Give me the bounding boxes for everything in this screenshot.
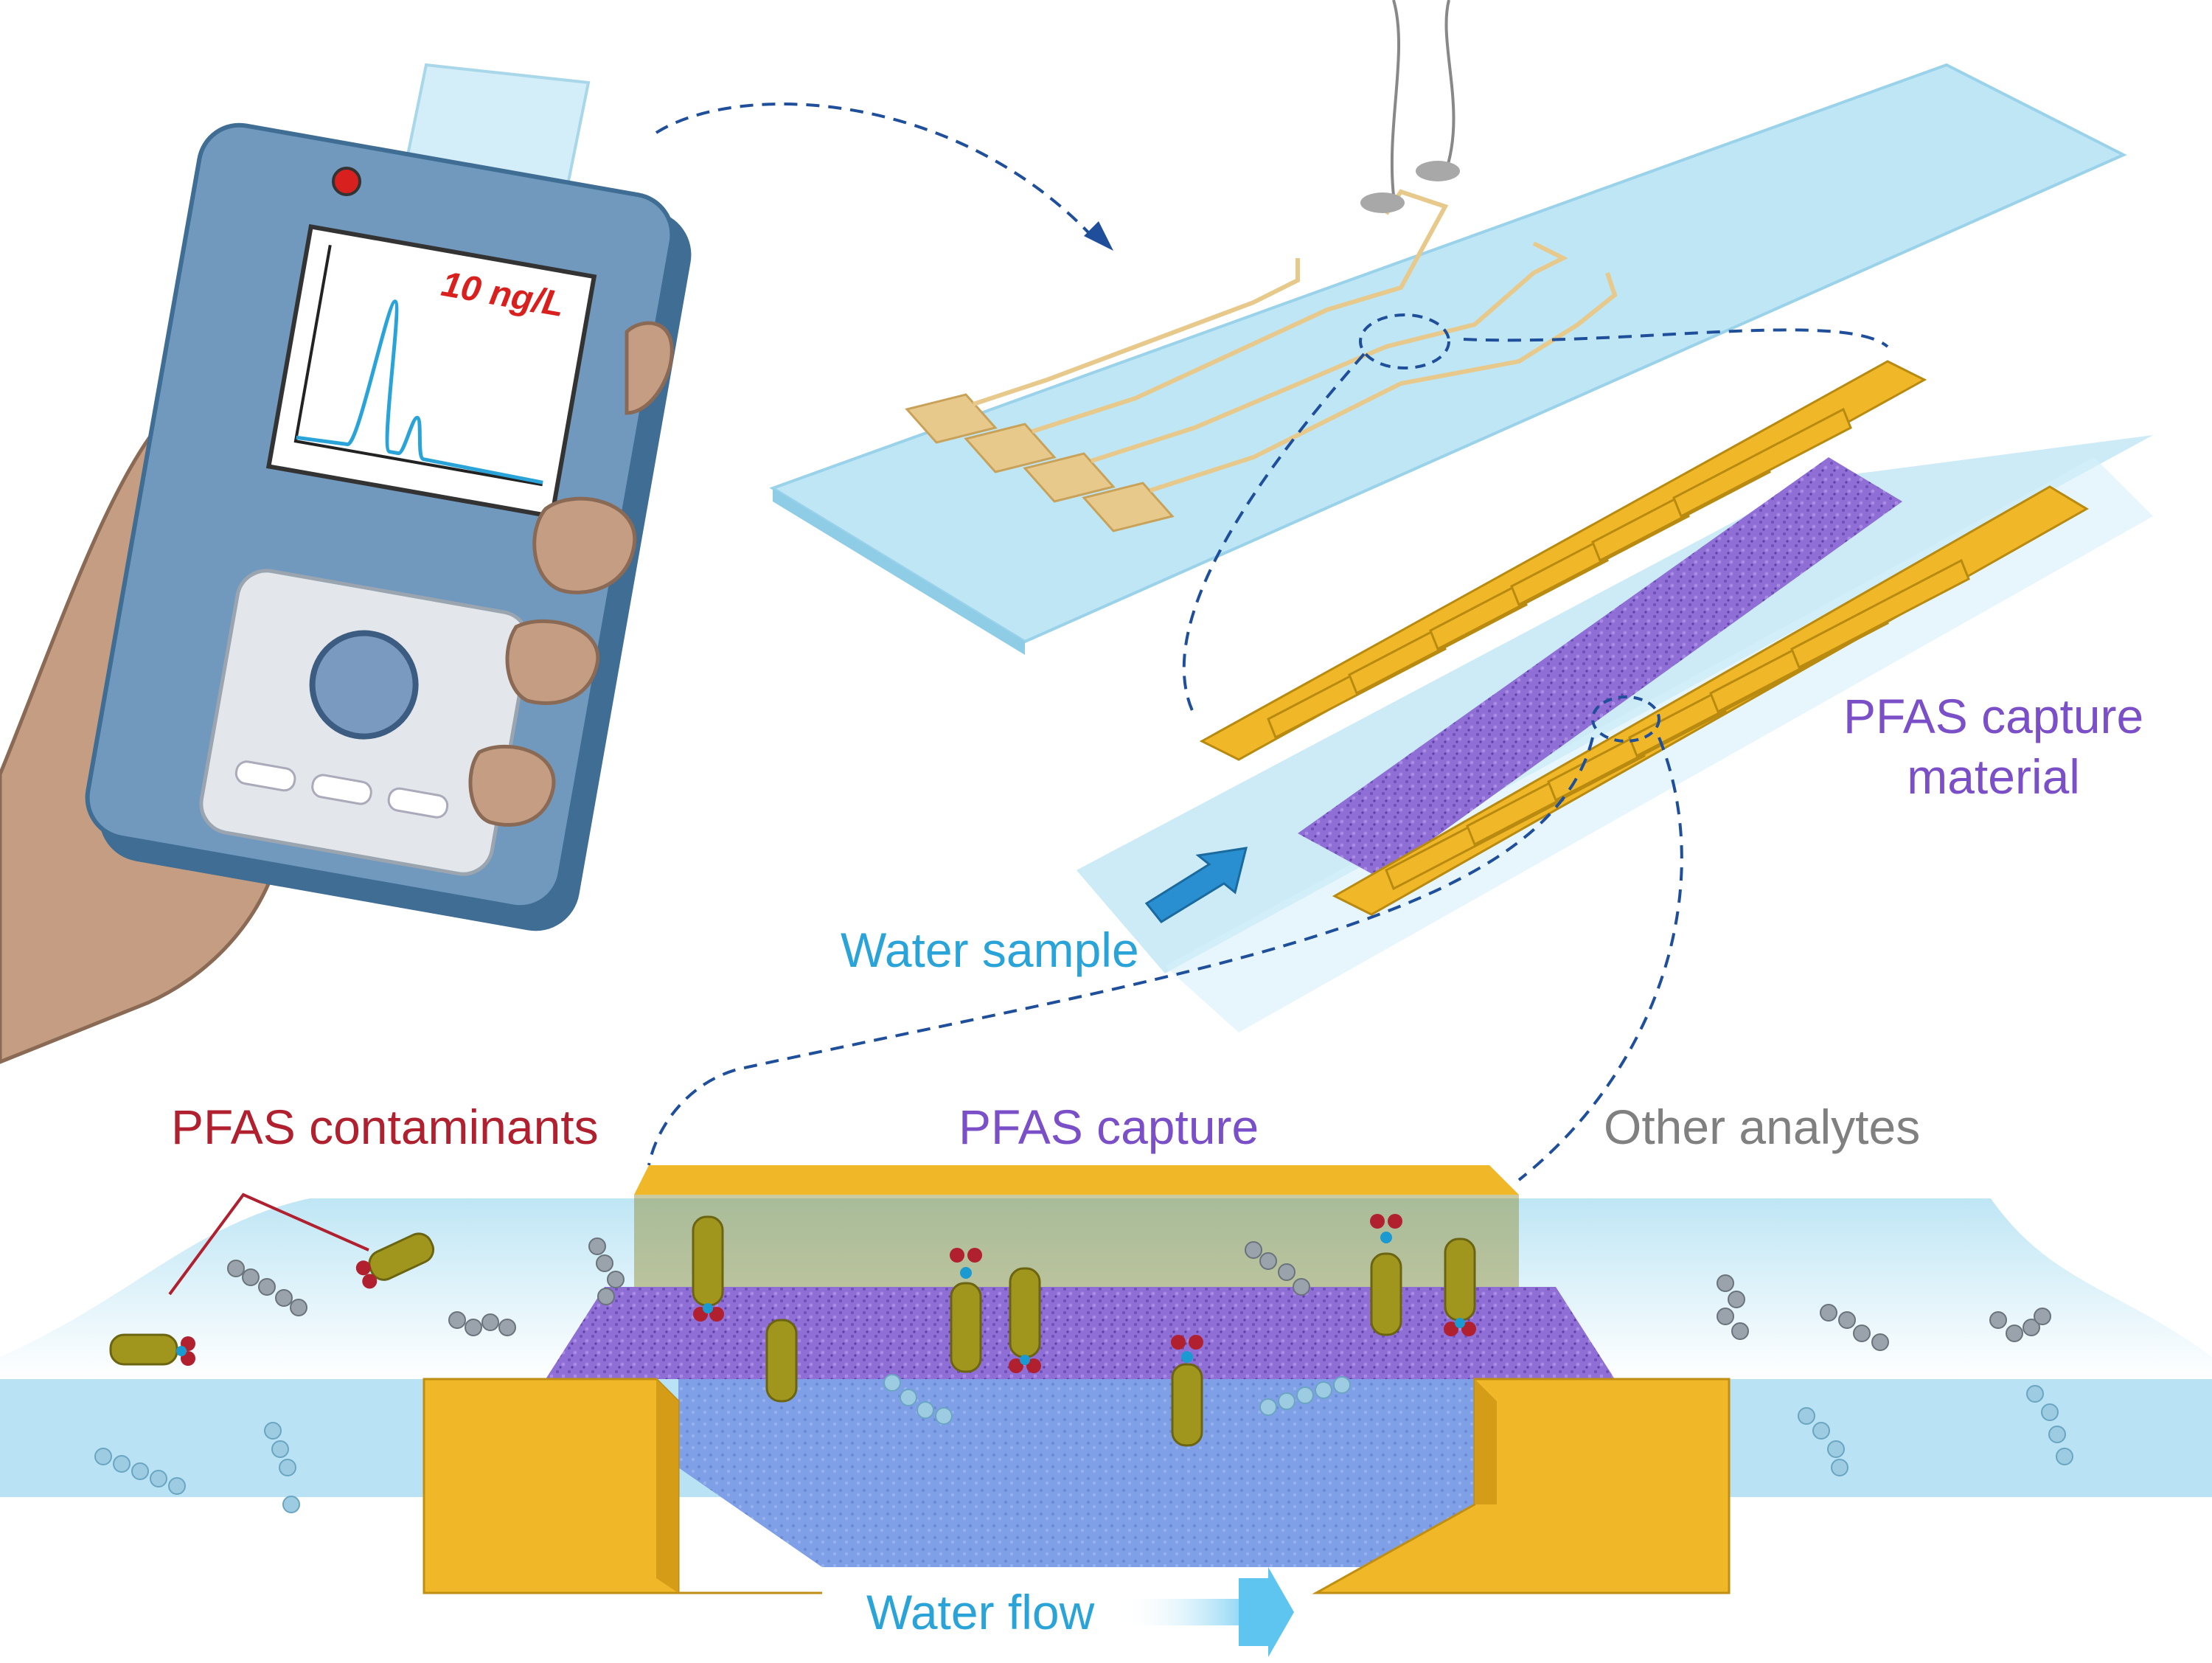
probe-contact-icon <box>1416 161 1460 181</box>
analyte-chain <box>588 1237 625 1305</box>
pfas-molecule <box>692 1215 724 1322</box>
zoom-circle <box>1591 695 1660 743</box>
contact-pads <box>905 393 1175 532</box>
status-led-icon <box>332 167 361 196</box>
pfas-molecule <box>765 1319 798 1403</box>
blue-capture-layer <box>678 1379 1475 1567</box>
handheld-reader <box>0 63 692 1064</box>
pfas-molecule <box>1171 1335 1203 1447</box>
zoom-line <box>1463 328 1889 348</box>
soft-key-1[interactable] <box>234 760 296 792</box>
device-keypad <box>199 569 531 876</box>
electrode-fingers <box>1267 407 1970 891</box>
capture-material-label: PFAS capture material <box>1843 686 2143 807</box>
chromatogram-trace <box>296 299 543 485</box>
water-sample-arrow-icon <box>1144 847 1248 923</box>
probe-contact-icon <box>1360 192 1405 213</box>
zoom-line <box>1182 353 1366 716</box>
pfas-molecule <box>1444 1237 1476 1336</box>
pfas-leader-line <box>168 1192 369 1296</box>
capture-microchannel <box>1077 360 2153 1032</box>
purple-capture-material <box>1298 457 1902 878</box>
zoom-line <box>647 737 1594 1166</box>
analyte-chain <box>1717 1274 1749 1340</box>
zoom-line <box>1517 737 1683 1181</box>
flow-arrow-icon <box>1239 1567 1294 1657</box>
analyte-chain <box>1820 1304 1889 1351</box>
pfas-molecule <box>355 1232 435 1289</box>
capture-material-label-line1: PFAS capture <box>1843 689 2144 743</box>
soft-key-3[interactable] <box>387 787 449 819</box>
pfas-molecule <box>1009 1267 1041 1373</box>
pfas-molecule <box>109 1333 195 1366</box>
pfas-molecules <box>109 1214 1476 1447</box>
analyte-chain <box>1798 1407 1848 1476</box>
analyte-chain <box>2026 1385 2073 1465</box>
fingers <box>468 321 674 827</box>
purple-capture-layer <box>546 1287 1615 1379</box>
main-button[interactable] <box>305 625 424 744</box>
cross-section <box>0 1165 2212 1657</box>
screen-axes <box>293 244 543 487</box>
pfas-molecule <box>950 1248 982 1373</box>
soft-key-2[interactable] <box>311 774 373 805</box>
device-to-chip-arrow <box>655 103 1100 245</box>
analyte-chain <box>94 1448 186 1495</box>
water-flow-label: Water flow <box>866 1585 1095 1639</box>
analyte-chain <box>448 1311 516 1336</box>
gold-electrode-frame <box>1199 360 2089 916</box>
other-analytes-label: Other analytes <box>1604 1100 1921 1154</box>
device-screen <box>265 223 597 519</box>
electrode-traces <box>973 189 1618 493</box>
capture-material-label-line2: material <box>1907 749 2080 804</box>
analyte-chain <box>883 1374 953 1425</box>
gold-channel-wall-left <box>422 1378 822 1594</box>
pfas-contaminants-label: PFAS contaminants <box>171 1100 599 1154</box>
pfas-molecule <box>1370 1214 1402 1336</box>
pfas-capture-label: PFAS capture <box>959 1100 1259 1154</box>
analyte-chain <box>227 1260 307 1316</box>
analyte-chain <box>1989 1308 2051 1342</box>
analyte-chain <box>1245 1241 1310 1296</box>
other-analyte-molecules <box>227 1237 2051 1351</box>
analyte-chain <box>1259 1376 1351 1416</box>
arrowhead-icon <box>1084 221 1113 251</box>
water-sample-label: Water sample <box>841 923 1139 977</box>
submerged-molecules <box>94 1374 2073 1513</box>
gold-channel-wall-right <box>1312 1378 1731 1594</box>
sensor-chip <box>769 0 2127 655</box>
analyte-chain <box>264 1422 300 1513</box>
zoom-circle <box>1359 313 1450 369</box>
